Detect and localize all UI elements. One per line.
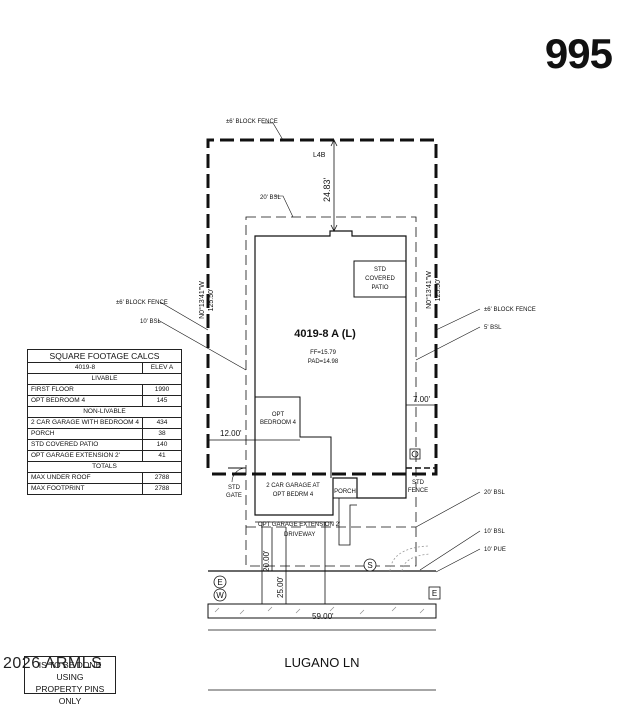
covered-patio [353,260,407,298]
std-fence-label-2: FENCE [408,488,428,494]
block-fence-top-label: ±6' BLOCK FENCE [226,119,278,125]
pad-elevation: PAD=14.98 [308,359,339,365]
note-line-1: IS TO BE DONE USING [38,660,102,682]
bsl-left-label: 10' BSL [140,319,161,325]
e-marker: E [217,578,222,587]
setback-line [245,216,417,567]
dim-59: 59.00' [312,612,334,621]
dim-25: 25.00' [276,576,285,598]
w-marker: W [216,591,224,600]
s-marker: S [367,561,372,570]
table-col-elev: ELEV A [142,362,182,374]
std-fence-label-1: STD [412,480,425,486]
opt-garage-extension-label: OPT GARAGE EXTENSION 2' [258,522,340,528]
std-gate-label-2: GATE [226,493,242,499]
left-bearing-2: 125.50' [208,289,215,312]
section-totals: TOTALS [27,461,182,473]
opt-bedroom-label-2: BEDROOM 4 [260,420,297,426]
right-bearing-2: 125.50' [435,279,442,302]
garage-label-2: OPT BEDRM 4 [273,492,314,498]
garage-label-1: 2 CAR GARAGE AT [266,483,320,489]
dim-20: 20.00' [262,550,271,572]
section-non-livable: NON-LIVABLE [27,406,182,418]
top-dimension: 24.83' [322,177,332,202]
section-livable: LIVABLE [27,373,182,385]
right-dimension: 7.00' [413,395,431,404]
copyright-watermark: 2026 ARMLS [3,655,103,672]
table-title: SQUARE FOOTAGE CALCS [27,349,182,363]
porch-box [332,477,358,499]
property-pins-note: IS TO BE DONE USING PROPERTY PINS ONLY [24,656,116,706]
front-bsl-label: 20' BSL [484,490,505,496]
block-fence-right-label: ±6' BLOCK FENCE [484,307,536,313]
std-gate-label-1: STD [228,485,241,491]
bsl-10-label: 10' BSL [484,529,505,535]
left-dimension: 12.00' [220,429,242,438]
e-box-marker: E [432,589,437,598]
block-fence-left-label: ±6' BLOCK FENCE [116,300,168,306]
ff-elevation: FF=15.79 [310,350,337,356]
porch-label: PORCH [334,489,356,495]
note-line-2: PROPERTY PINS ONLY [35,684,105,706]
bsl-right-label: 5' BSL [484,325,502,331]
driveway-label: DRIVEWAY [284,532,315,538]
street-name: LUGANO LN [284,655,359,670]
table-row: OPT GARAGE EXTENSION 2'41 [27,450,182,462]
left-bearing-1: N0°13'41"W [198,281,206,319]
house-footprint [254,230,407,516]
right-bearing-1: N0°13'41"W [425,271,433,309]
table-col-plan: 4019-8 [27,362,143,374]
pue-label: 10' PUE [484,547,506,553]
patio-label-2: COVERED [365,276,395,282]
lot-fence [206,138,438,476]
rear-bsl-label: 20' BSL [260,195,281,201]
lot-number: 995 [544,30,613,77]
opt-bedroom-label-1: OPT [272,412,285,418]
patio-label-1: STD [374,267,387,273]
patio-label-3: PATIO [371,285,388,291]
l4b-label: L4B [313,152,326,159]
plan-name: 4019-8 A (L) [294,328,356,340]
